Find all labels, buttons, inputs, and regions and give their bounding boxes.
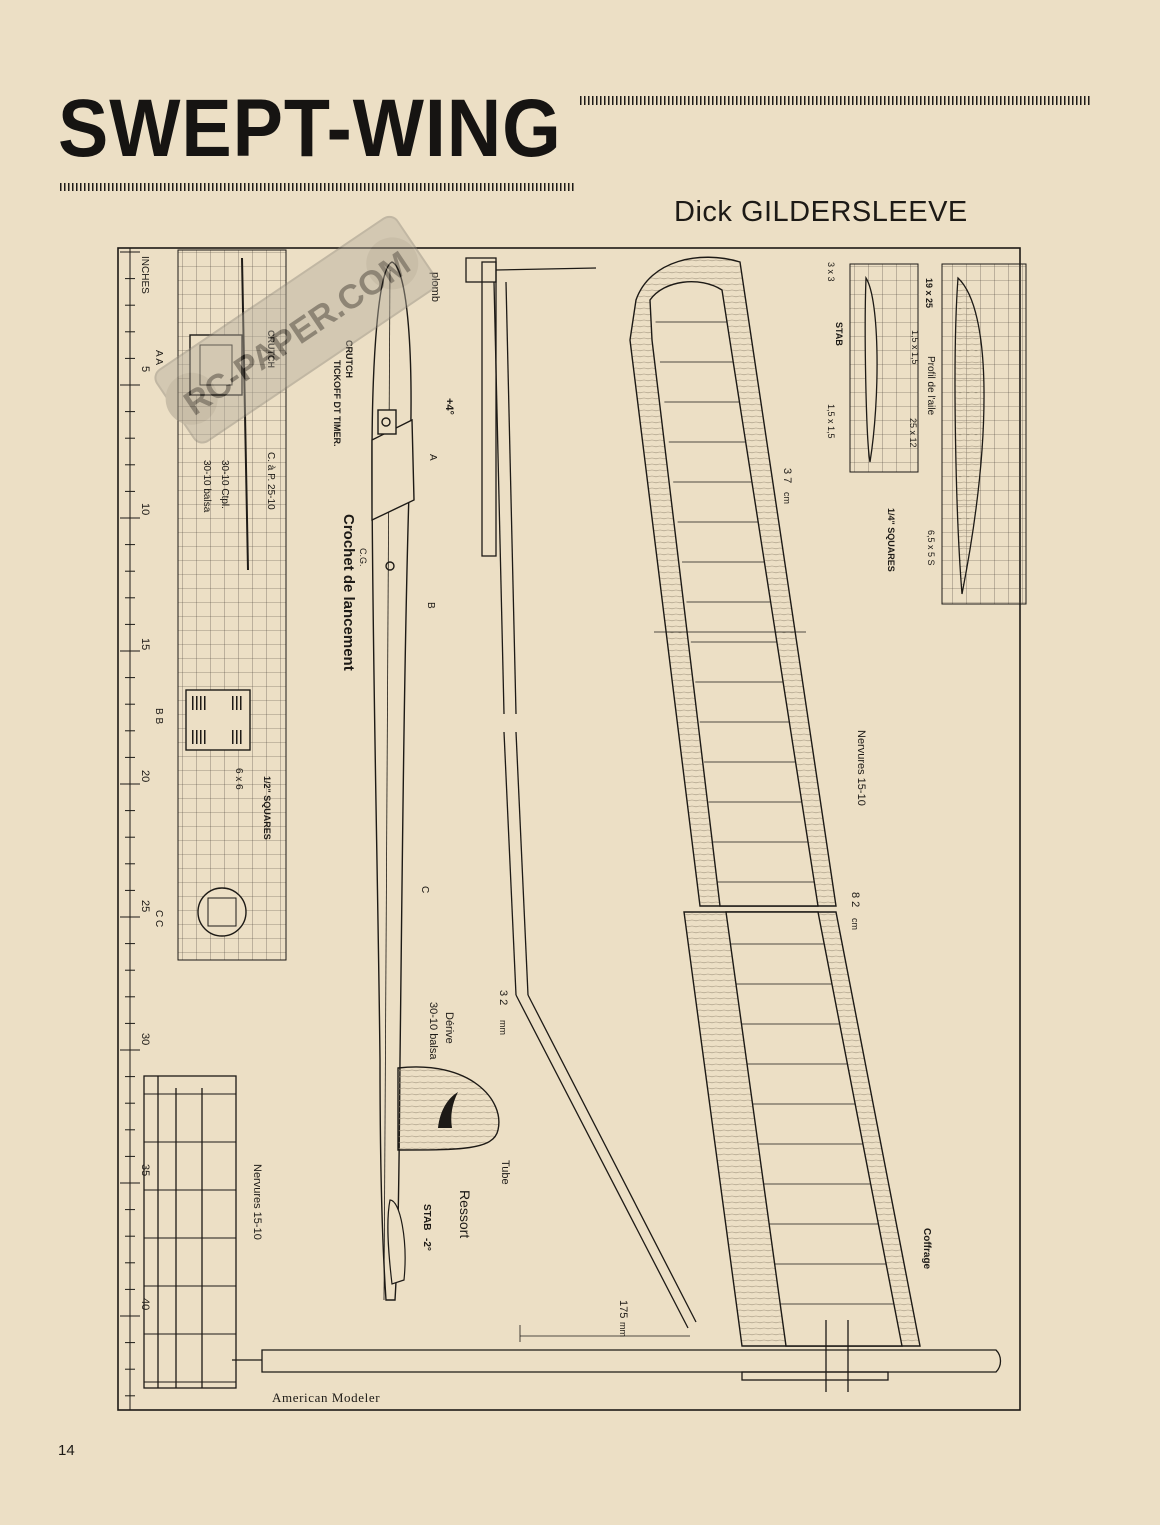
tickoff-label: TICKOFF DT TIMER.	[332, 360, 342, 447]
cross-section-labels: A A B B C C CRUTCH C. à P. 25-10 30-10 C…	[153, 330, 276, 927]
dim-32-label: 3 2	[497, 990, 509, 1005]
cap-label: C. à P. 25-10	[265, 452, 276, 510]
span-total-label: 8 2	[849, 892, 861, 907]
span-inner-label: 3 7	[781, 468, 793, 483]
source-credit: American Modeler	[272, 1390, 380, 1405]
stabilizer-plan	[143, 1075, 237, 1389]
inch-scale	[120, 248, 140, 1410]
section-c-label: C	[419, 886, 430, 893]
stab-profile-label: STAB	[834, 322, 844, 346]
profile-labels: STAB 3 x 3 1,5 x 1,5 1,5 x 1,5 Profil de…	[826, 262, 936, 572]
stab-label: STAB	[421, 1204, 432, 1230]
inch-scale-labels: INCHES 5 10 15 20 25 30 35 40	[139, 256, 151, 1310]
fuselage-side-view	[371, 261, 415, 1301]
scale-tick-label: 5	[139, 366, 151, 372]
section-cc-label: C C	[153, 910, 164, 927]
crutch-label: CRUTCH	[266, 330, 276, 368]
page-number: 14	[58, 1442, 75, 1459]
section-b-label: B	[425, 602, 436, 609]
scale-tick-label: 15	[139, 638, 151, 650]
wing-plan	[629, 256, 921, 1347]
title-rule-bottom	[58, 183, 574, 191]
stick-label: 6 x 6	[233, 768, 244, 790]
section-a-label: A	[427, 454, 438, 461]
ressort-label: Ressort	[457, 1190, 473, 1238]
span-inner-unit: cm	[782, 492, 792, 504]
quarter-squares-label: 1/4" SQUARES	[886, 508, 896, 572]
wing-dim2-label: 25 x 12	[908, 418, 918, 448]
wing-profile-label: Profil de l'aile	[925, 356, 936, 416]
stab-dim1-label: 3 x 3	[826, 262, 836, 282]
stab-dim3-label: 1,5 x 1,5	[826, 404, 836, 439]
derive-label: Dérive	[443, 1012, 455, 1044]
cg-label: C.G.	[358, 548, 368, 567]
crochet-label: Crochet de lancement	[340, 514, 357, 671]
wing-profile	[941, 263, 1027, 605]
plan-frame	[117, 247, 1021, 1411]
tube-label: Tube	[499, 1160, 511, 1185]
derive-material-label: 30-10 balsa	[427, 1002, 439, 1060]
wing-incidence-label: +4°	[443, 398, 455, 415]
cross-section-panel	[177, 249, 287, 961]
plomb-label: plomb	[429, 272, 441, 302]
boom-dimensions	[519, 1325, 690, 1342]
boom-drawing	[465, 257, 697, 1329]
dim-175-label: 175	[617, 1300, 629, 1318]
section-aa-label: A A	[153, 350, 164, 365]
wing-spar-view	[232, 1320, 1002, 1392]
stab-dim2-label: 1,5 x 1,5	[910, 330, 920, 365]
coffrage-label: Coffrage	[921, 1228, 932, 1270]
stab-side-shape	[387, 1199, 406, 1285]
span-total-unit: cm	[850, 918, 860, 930]
section-bb-label: B B	[153, 708, 164, 724]
title-rule-top	[580, 96, 1090, 105]
crutch-stick	[241, 257, 249, 571]
nervures-stab-label: Nervures 15-10	[251, 1164, 263, 1240]
fin-emblem	[438, 1092, 458, 1128]
boom-labels: 3 2 mm 175 mm	[497, 990, 629, 1337]
scale-tick-label: 10	[139, 503, 151, 515]
ctpl-label: 30-10 Ctpl.	[219, 460, 230, 509]
nervures-wing-label: Nervures 15-10	[855, 730, 867, 806]
scale-tick-label: 35	[139, 1164, 151, 1176]
dim-175-unit: mm	[618, 1322, 628, 1337]
stab-profile	[849, 263, 919, 473]
stab-incidence-label: -2°	[421, 1238, 432, 1251]
half-squares-label: 1/2" SQUARES	[262, 776, 272, 840]
balsa-label: 30-10 balsa	[201, 460, 212, 513]
scale-tick-label: 30	[139, 1033, 151, 1045]
wing-labels: 3 7 cm 8 2 cm Nervures 15-10 Coffrage	[781, 468, 932, 1270]
fuselage-labels: plomb CRUTCH TICKOFF DT TIMER. Crochet d…	[332, 272, 511, 1251]
article-title: SWEPT-WING	[58, 83, 562, 174]
dim-32-unit: mm	[498, 1020, 508, 1035]
scale-tick-label: 25	[139, 900, 151, 912]
crutch-fuse-label: CRUTCH	[344, 340, 354, 378]
section-cc-shape	[197, 887, 247, 937]
wing-dim1-label: 19 x 25	[924, 278, 934, 308]
scale-tick-label: 20	[139, 770, 151, 782]
wing-dim3-label: 6,5 x 5 S	[926, 530, 936, 566]
scale-tick-label: 40	[139, 1298, 151, 1310]
scale-unit: INCHES	[139, 256, 150, 294]
article-author: Dick GILDERSLEEVE	[674, 196, 968, 228]
